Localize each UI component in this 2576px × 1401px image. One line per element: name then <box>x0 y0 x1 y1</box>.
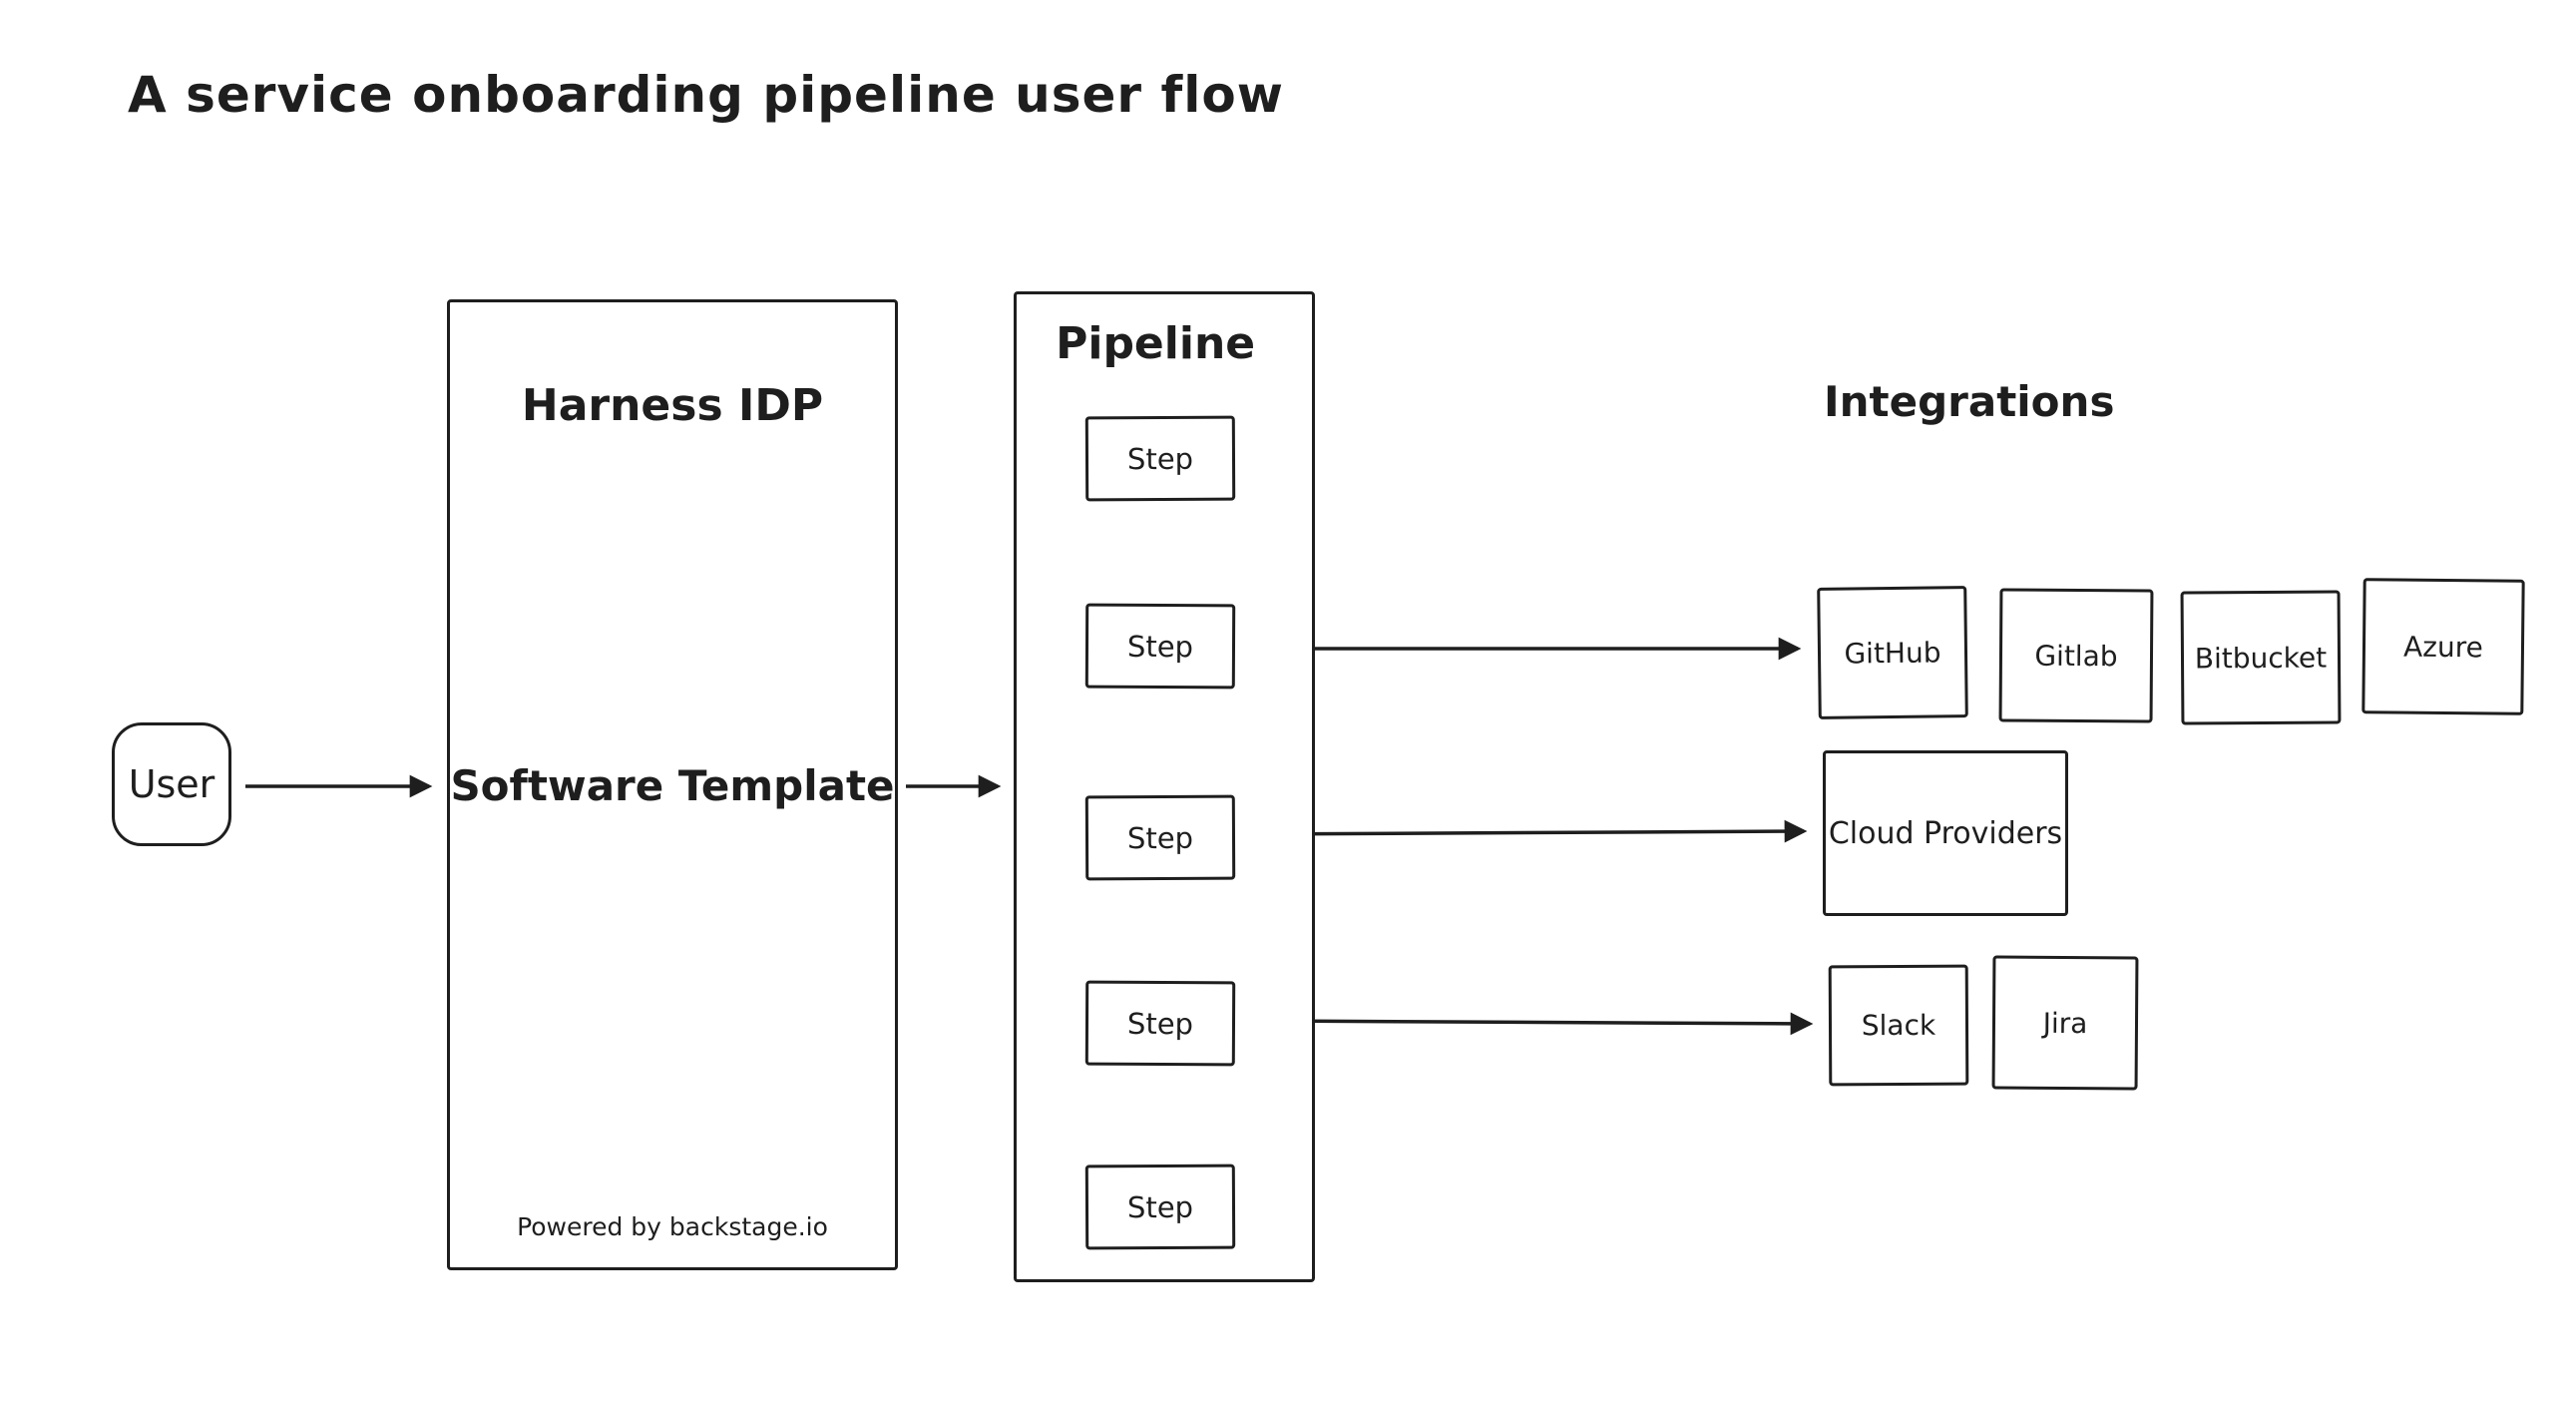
harness-idp-container: Harness IDP Software Template Powered by… <box>447 299 898 1270</box>
step-label: Step <box>1126 1189 1194 1224</box>
azure-label: Azure <box>2402 630 2484 664</box>
arrow-step4-to-slack <box>1258 1012 1814 1036</box>
integration-bitbucket: Bitbucket <box>2180 590 2342 725</box>
diagram-title: A service onboarding pipeline user flow <box>128 66 1284 124</box>
integration-slack: Slack <box>1828 964 1969 1087</box>
slack-label: Slack <box>1861 1008 1936 1043</box>
powered-by-backstage-label: Powered by backstage.io <box>517 1212 828 1241</box>
pipeline-step-4: Step <box>1084 980 1236 1067</box>
harness-idp-title: Harness IDP <box>521 380 824 431</box>
step-label: Step <box>1126 820 1194 855</box>
bitbucket-label: Bitbucket <box>2194 641 2328 675</box>
integration-github: GitHub <box>1817 586 1968 719</box>
step-label: Step <box>1126 1006 1194 1041</box>
pipeline-step-1: Step <box>1084 415 1236 502</box>
arrow-step3-to-cloud-providers <box>1248 819 1808 843</box>
integration-jira: Jira <box>1991 955 2139 1091</box>
cloud-providers-label: Cloud Providers <box>1828 815 2063 851</box>
user-node: User <box>112 722 231 846</box>
pipeline-step-3: Step <box>1084 794 1236 881</box>
gitlab-label: Gitlab <box>2034 639 2118 673</box>
step-label: Step <box>1126 629 1194 664</box>
integration-azure: Azure <box>2361 578 2525 715</box>
integration-gitlab: Gitlab <box>1998 588 2154 723</box>
user-label: User <box>128 762 215 806</box>
integrations-heading: Integrations <box>1824 377 2115 426</box>
step-label: Step <box>1126 441 1194 476</box>
integration-cloud-providers: Cloud Providers <box>1823 750 2068 916</box>
software-template-label: Software Template <box>450 761 895 810</box>
github-label: GitHub <box>1844 635 1941 671</box>
pipeline-step-5: Step <box>1084 1164 1236 1250</box>
pipeline-title: Pipeline <box>1056 318 1256 369</box>
pipeline-step-2: Step <box>1084 603 1236 690</box>
jira-label: Jira <box>2042 1006 2088 1040</box>
